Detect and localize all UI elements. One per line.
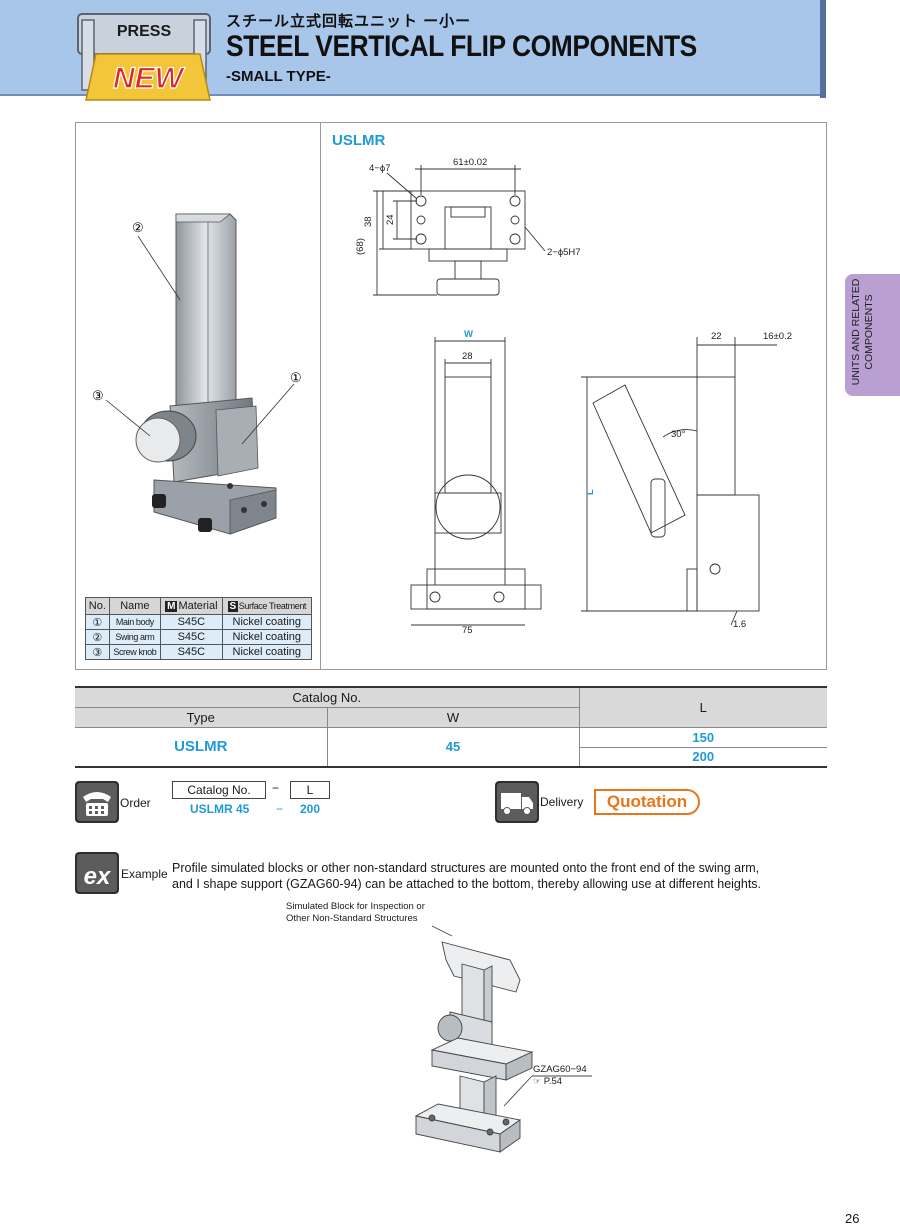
w-header: W <box>327 707 580 727</box>
order-example-dash: − <box>276 802 284 816</box>
material-header-text: Material <box>178 600 218 612</box>
callout-2: ② <box>132 220 144 235</box>
dim-75: 75 <box>462 625 473 635</box>
example-description: Profile simulated blocks or other non-st… <box>172 861 762 891</box>
table-row: 200 <box>75 747 827 768</box>
example-icon: ex <box>75 852 119 894</box>
header-shadow <box>820 0 826 98</box>
reference-icon: ☞ <box>533 1076 542 1086</box>
w-cell: 45 <box>327 726 580 768</box>
part-material: S45C <box>160 644 223 660</box>
badge-new-text: NEW <box>113 62 186 95</box>
dim-pin: 2−ϕ5H7 <box>547 247 581 258</box>
dim-pitch: 61±0.02 <box>453 157 487 168</box>
dim-28: 28 <box>462 351 473 362</box>
gzag-page-reference[interactable]: ☞ P.54 <box>533 1076 562 1087</box>
table-row: ② Swing arm S45C Nickel coating <box>85 629 313 645</box>
technical-drawing: 4−ϕ7 61±0.02 2−ϕ5H7 38 24 (68) W 28 75 L… <box>355 157 792 635</box>
dim-roughness: 1.6 <box>733 619 746 630</box>
side-category-tab[interactable] <box>845 274 900 396</box>
dim-l: L <box>585 489 596 495</box>
simulated-block-label: Simulated Block for Inspection or Other … <box>286 901 425 924</box>
gzag-label: GZAG60−94 <box>533 1064 587 1075</box>
page-title: STEEL VERTICAL FLIP COMPONENTS <box>226 30 697 63</box>
table-row: USLMR 45 150 <box>75 726 827 768</box>
part-no: ① <box>85 614 110 630</box>
dim-16: 16±0.2 <box>763 331 792 342</box>
badge-press-text: PRESS <box>117 23 172 40</box>
dim-w: W <box>464 329 473 340</box>
side-tab-label: UNITS AND RELATED COMPONENTS <box>850 276 876 388</box>
part-surface: Nickel coating <box>221 629 313 645</box>
l-cell: 200 <box>579 747 827 768</box>
part-name: Swing arm <box>108 629 162 645</box>
material-badge: M <box>165 601 178 612</box>
gzag-ref-text: P.54 <box>543 1076 563 1087</box>
parts-header-name: Name <box>108 597 162 615</box>
catalog-header: Catalog No. <box>75 686 580 708</box>
part-surface: Nickel coating <box>221 644 313 660</box>
part-name: Screw knob <box>108 644 162 660</box>
figure-divider <box>320 122 321 670</box>
part-name: Main body <box>108 614 162 630</box>
product-illustration: ② ① ③ <box>92 213 302 535</box>
delivery-label: Delivery <box>540 795 584 809</box>
catalog-table: Catalog No. L Type W USLMR 45 150 200 <box>75 686 827 768</box>
parts-header-no: No. <box>85 597 110 615</box>
order-label: Order <box>120 796 151 810</box>
dim-68: (68) <box>355 238 366 255</box>
order-example-l: 200 <box>300 802 321 816</box>
figure-frame <box>75 122 827 670</box>
model-label: USLMR <box>332 132 386 149</box>
dim-holes: 4−ϕ7 <box>369 163 390 174</box>
delivery-truck-icon <box>495 781 539 823</box>
dim-angle: 30° <box>671 429 686 440</box>
table-row: ① Main body S45C Nickel coating <box>85 614 313 630</box>
callout-1: ① <box>290 370 302 385</box>
callout-3: ③ <box>92 388 104 403</box>
part-no: ② <box>85 629 110 645</box>
order-dash: − <box>272 781 280 795</box>
order-phone-icon <box>75 781 119 823</box>
page-subtitle: -SMALL TYPE- <box>226 68 331 85</box>
surface-header-text: Surface Treatment <box>238 600 307 611</box>
type-header: Type <box>75 707 328 727</box>
part-no: ③ <box>85 644 110 660</box>
example-illustration <box>414 925 592 1153</box>
order-l-box: L <box>290 781 330 799</box>
l-header: L <box>579 686 827 727</box>
order-example-model: USLMR 45 <box>190 802 250 816</box>
japanese-title: スチール立式回転ユニット ー小ー <box>226 13 472 30</box>
table-row: ③ Screw knob S45C Nickel coating <box>85 644 313 660</box>
type-cell: USLMR <box>75 726 328 768</box>
part-material: S45C <box>160 629 223 645</box>
dim-22: 22 <box>711 331 722 342</box>
l-cell: 150 <box>579 726 827 748</box>
example-label: Example <box>121 867 168 881</box>
dim-24: 24 <box>385 214 396 225</box>
side-tab-line1: UNITS AND RELATED <box>850 278 862 386</box>
part-material: S45C <box>160 614 223 630</box>
side-tab-line2: COMPONENTS <box>863 294 875 370</box>
order-catalog-box: Catalog No. <box>172 781 266 799</box>
svg-text:ex: ex <box>84 863 112 890</box>
page-number: 26 <box>845 1211 860 1226</box>
quotation-badge[interactable]: Quotation <box>594 789 700 815</box>
dim-38: 38 <box>363 216 374 227</box>
press-new-badge: PRESS NEW <box>77 13 211 101</box>
surface-badge: S <box>227 600 238 612</box>
part-surface: Nickel coating <box>221 614 313 630</box>
